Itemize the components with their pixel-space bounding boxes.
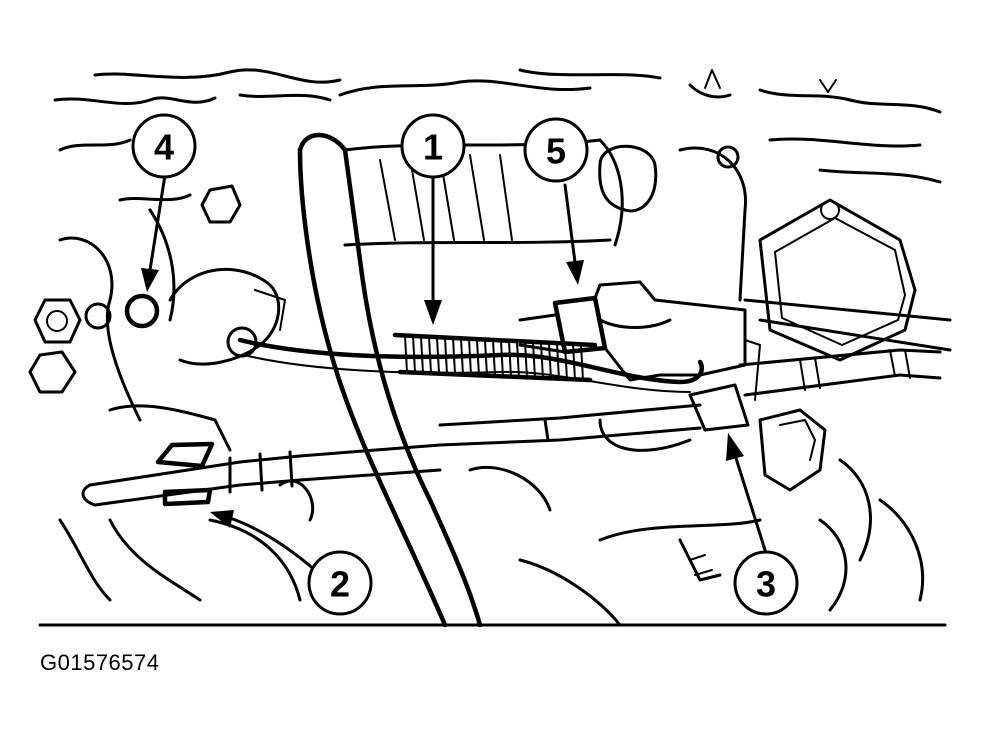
callout-1-label: 1 bbox=[423, 127, 443, 168]
callout-4: 4 bbox=[131, 113, 197, 179]
callout-3: 3 bbox=[733, 550, 799, 616]
callout-5-label: 5 bbox=[546, 131, 566, 172]
callout-1: 1 bbox=[400, 113, 466, 179]
callout-2-label: 2 bbox=[330, 564, 350, 605]
engine-background bbox=[28, 68, 952, 628]
callout-4-label: 4 bbox=[154, 127, 174, 168]
sensor-connector bbox=[518, 280, 761, 432]
callout-2: 2 bbox=[307, 550, 373, 616]
leader-lines bbox=[141, 173, 767, 572]
callout-5: 5 bbox=[523, 117, 589, 183]
vacuum-line bbox=[237, 337, 705, 393]
figure-code: G01576574 bbox=[40, 650, 160, 675]
callout-3-label: 3 bbox=[756, 564, 776, 605]
